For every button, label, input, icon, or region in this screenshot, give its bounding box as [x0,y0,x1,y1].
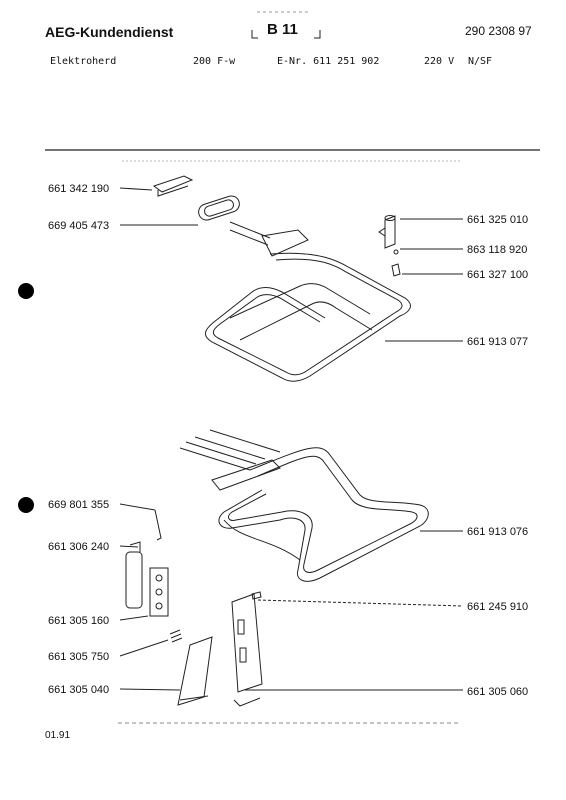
clip-part [391,263,401,277]
part-number-label: 661 325 010 [467,214,529,226]
cap-part [378,215,396,249]
clamp-tab [129,541,141,552]
terminal [155,574,163,582]
element-terminal [179,429,281,471]
leader-line [119,503,156,511]
panel-slot [237,619,245,635]
part-number-label: 661 305 040 [48,684,110,696]
product-name: Elektroherd [50,56,117,67]
corner-mark [251,30,258,39]
panel-foot [233,697,261,707]
punch-hole-bottom [18,497,34,513]
document-number: 290 2308 97 [465,24,532,38]
part-number-label: 669 801 355 [48,499,110,511]
element-terminal [229,221,271,246]
clamp [125,551,143,609]
grill-element-loop [239,301,373,341]
corner-mark [314,30,321,39]
variant: N/SF [468,56,493,67]
part-number-label: 661 305 750 [48,651,110,663]
part-number-label: 863 118 920 [467,244,528,256]
part-number-label: 661 305 060 [467,686,529,698]
grill-element-loop [229,283,371,319]
part-number-label: 661 305 160 [48,615,110,627]
spring [169,629,183,643]
punch-hole-top [18,283,34,299]
bake-element-loop [223,519,301,561]
model-name: 200 F-w [193,56,236,67]
gasket-inner [203,199,235,217]
element-mount [211,459,281,491]
bake-element-inner [228,455,418,573]
leader-line [119,688,181,691]
gasket [198,195,240,221]
leader-line [119,639,169,657]
part-number-label: 661 913 077 [467,336,529,348]
part-number-label: 661 306 240 [48,541,110,553]
cap-top [384,215,396,221]
mounting-bracket [177,636,213,706]
small-bracket [154,509,162,541]
terminal [155,602,163,610]
print-date: 01.91 [45,730,71,741]
leader-line [119,187,153,191]
brand-title: AEG-Kundendienst [45,24,174,40]
part-number-label: 661 342 190 [48,183,110,195]
part-number-label: 661 913 076 [467,526,529,538]
part-number-label: 661 327 100 [467,269,529,281]
grill-element-outer [205,252,411,382]
leader-line [119,615,149,621]
element-mount [261,229,309,257]
e-number: E-Nr. 611 251 902 [277,56,380,67]
grill-element-inner [212,258,403,376]
group-code: B 11 [267,21,298,38]
bake-element-outer [218,447,429,582]
panel-slot [239,647,247,663]
leader-line [257,599,464,607]
screw [393,249,399,255]
part-number-label: 669 405 473 [48,220,110,232]
terminal-bracket [152,175,194,197]
terminal-block [149,567,169,617]
terminal [155,588,163,596]
leader-line [119,545,139,548]
voltage: 220 V [424,56,455,67]
small-part [251,591,262,600]
part-number-label: 661 245 910 [467,601,529,613]
rear-panel [231,593,263,693]
